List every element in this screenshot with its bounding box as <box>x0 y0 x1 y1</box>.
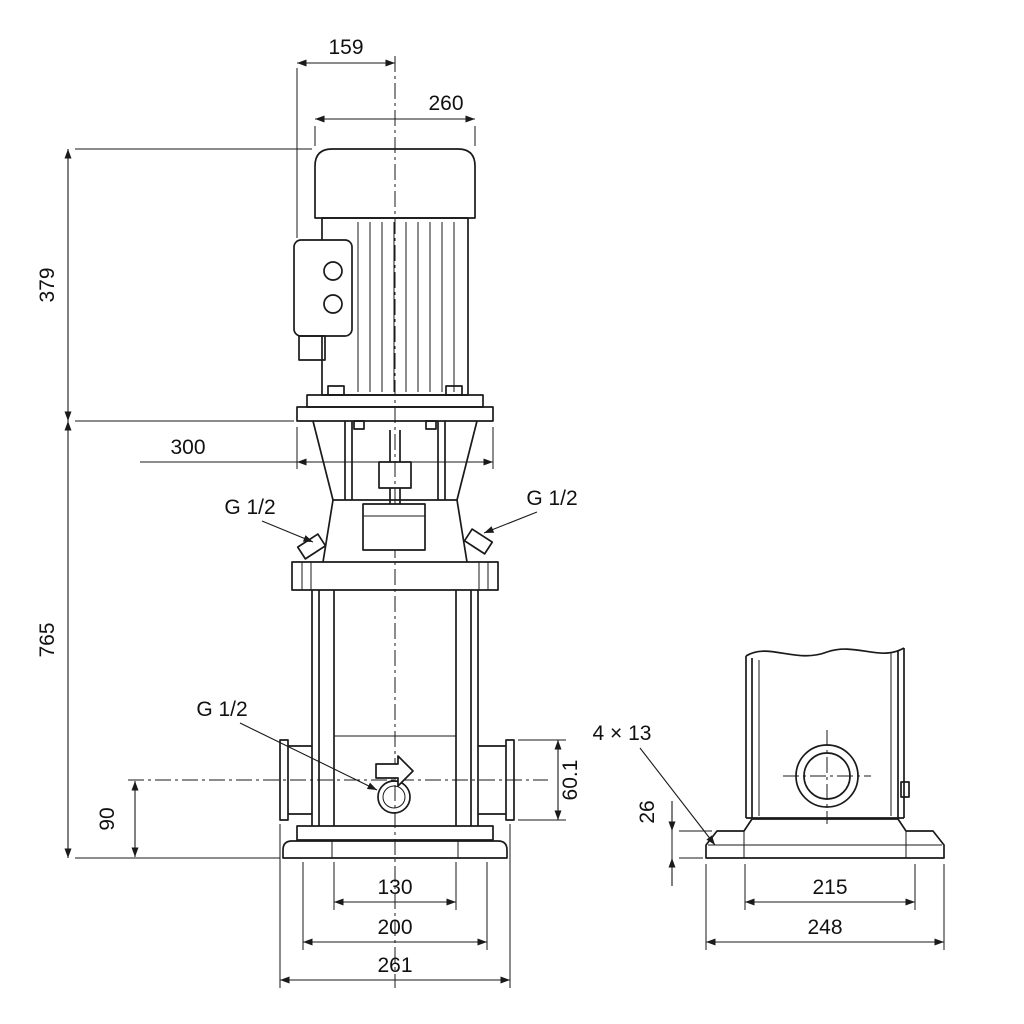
side-port-inner <box>803 752 851 800</box>
side-port-outer <box>795 744 859 808</box>
fan-cover <box>314 148 476 219</box>
g12-right-leader <box>483 511 538 534</box>
dim-26: 26 <box>636 800 712 886</box>
head-flange-bolt-marks <box>301 562 489 590</box>
holes-leader <box>639 747 716 846</box>
dim-60-1-label: 60.1 <box>559 760 582 801</box>
dim-90-label: 90 <box>96 807 119 830</box>
flange-bolt-left <box>353 420 365 430</box>
dim-60-1: 60.1 <box>518 739 582 821</box>
motor <box>293 148 494 422</box>
dim-200-ext <box>302 862 488 950</box>
head-left-slant <box>322 499 334 563</box>
dim-215: 215 <box>744 864 916 910</box>
dim-260-label: 260 <box>428 92 463 115</box>
cable-entry-hole-2 <box>323 294 343 314</box>
discharge-port-flange <box>505 739 515 821</box>
dim-379-ext <box>75 148 312 422</box>
break-line <box>745 647 905 657</box>
coupling-section <box>312 420 478 504</box>
label-g12-right: G 1/2 <box>483 487 578 534</box>
drain-plug-inner <box>382 785 406 809</box>
cable-entry-hole-1 <box>323 261 343 281</box>
dim-159: 159 <box>296 36 395 238</box>
dim-159-label: 159 <box>328 36 363 59</box>
dim-379: 379 <box>36 148 312 422</box>
base-foot-marks <box>331 841 459 858</box>
pump-body <box>279 590 515 826</box>
holes-label: 4 × 13 <box>593 722 652 745</box>
discharge-port-tube <box>478 745 506 815</box>
dim-261-ext <box>279 824 511 988</box>
terminal-box-step <box>298 335 326 361</box>
g12-drain-label: G 1/2 <box>196 698 247 721</box>
side-sleeve-lines <box>758 652 892 816</box>
dim-248-ext <box>705 864 945 950</box>
tie-rod-left <box>311 590 320 826</box>
shaft-upper <box>389 430 401 462</box>
label-4x13: 4 × 13 <box>593 722 716 846</box>
flow-direction-arrow <box>375 755 414 787</box>
front-view <box>279 148 515 859</box>
dim-26-label: 26 <box>636 800 659 823</box>
dim-260: 260 <box>314 92 476 146</box>
dim-261: 261 <box>279 824 511 988</box>
dim-260-ext <box>314 126 476 146</box>
dim-379-label: 379 <box>36 267 59 302</box>
terminal-box <box>293 239 353 337</box>
lantern-right-slant <box>456 420 478 501</box>
dim-248-label: 248 <box>807 916 842 939</box>
head-right-slant <box>456 499 468 563</box>
side-base-plate <box>705 818 945 859</box>
stanchion-right <box>437 421 446 500</box>
drain-plug-outer <box>377 780 411 814</box>
dim-26-ext <box>679 830 712 859</box>
dim-90: 90 <box>96 781 139 857</box>
side-base-foot-marks <box>743 831 907 858</box>
dim-765: 765 <box>36 421 280 859</box>
priming-plug-block <box>362 503 426 551</box>
nameplate-clip <box>900 781 910 798</box>
dim-130: 130 <box>333 862 457 910</box>
side-view <box>705 647 945 859</box>
base-flange <box>296 825 494 841</box>
tie-rod-right <box>470 590 479 826</box>
dim-248: 248 <box>705 864 945 950</box>
hex-plug-right <box>463 528 494 555</box>
centerlines <box>128 56 871 988</box>
g12-left-leader <box>261 520 314 543</box>
g12-left-label: G 1/2 <box>224 496 275 519</box>
dim-261-label: 261 <box>377 954 412 977</box>
pump-head <box>291 499 499 591</box>
motor-fins <box>357 222 455 392</box>
flange-bolt-right <box>425 420 437 430</box>
head-flange <box>291 561 499 591</box>
g12-drain-leader <box>239 722 378 791</box>
motor-flange-lower <box>296 406 494 422</box>
sleeve <box>333 590 457 826</box>
dim-765-label: 765 <box>36 622 59 657</box>
dim-200: 200 <box>302 862 488 950</box>
side-body-left-edge <box>745 656 753 818</box>
base <box>282 825 508 859</box>
g12-right-label: G 1/2 <box>526 487 577 510</box>
motor-foot-left <box>327 385 345 396</box>
suction-port-flange <box>279 739 289 821</box>
stanchion-left <box>344 421 353 500</box>
dimension-annotations: 159 260 379 300 765 90 <box>36 36 945 988</box>
dim-215-label: 215 <box>812 876 847 899</box>
label-g12-drain: G 1/2 <box>196 698 378 791</box>
dim-130-label: 130 <box>377 876 412 899</box>
dim-300: 300 <box>140 427 494 469</box>
dim-300-label: 300 <box>170 436 205 459</box>
label-g12-left: G 1/2 <box>224 496 314 543</box>
base-plate <box>282 840 508 859</box>
shaft-lower <box>389 488 401 504</box>
lantern-left-slant <box>312 420 334 501</box>
suction-port-tube <box>288 745 312 815</box>
side-body-right-edge <box>897 648 905 818</box>
dim-200-label: 200 <box>377 916 412 939</box>
